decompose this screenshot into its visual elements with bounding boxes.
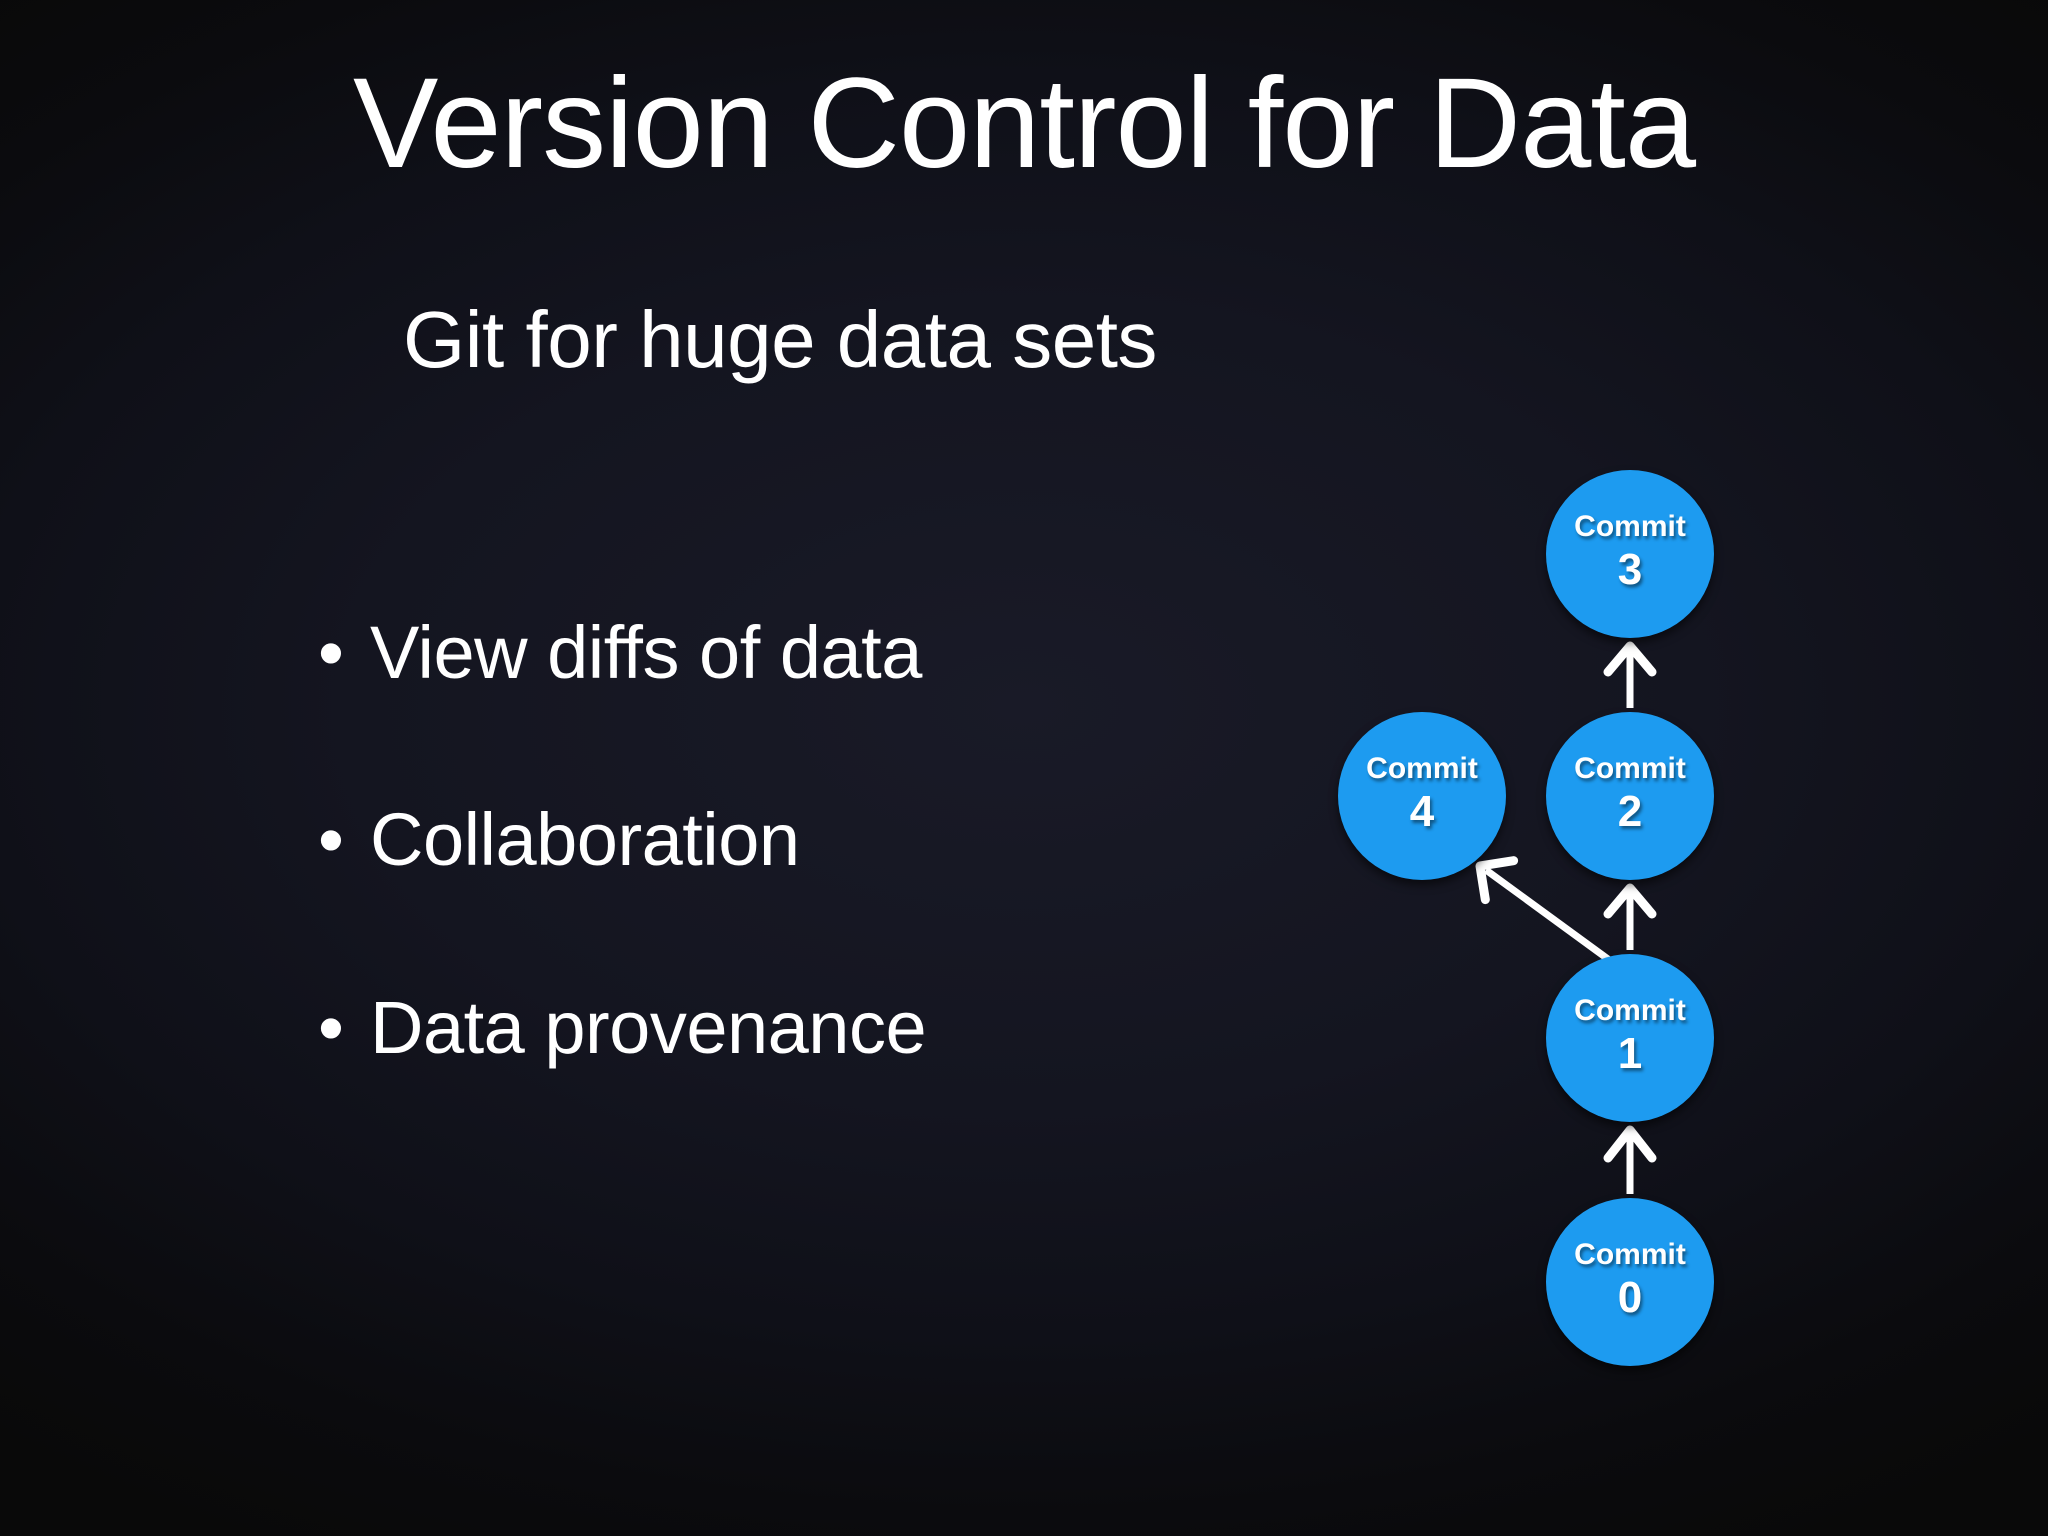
commit-node-label: Commit bbox=[1366, 751, 1478, 785]
edge-arrow-commit1-to-commit2 bbox=[1603, 883, 1657, 950]
commit-graph-diagram: Commit 3 Commit 2 Commit 4 Commit 1 Comm… bbox=[1320, 470, 1800, 1390]
commit-node-label: Commit bbox=[1574, 993, 1686, 1027]
commit-node-3[interactable]: Commit 3 bbox=[1546, 470, 1714, 638]
edge-arrow-commit1-to-commit4 bbox=[1475, 856, 1615, 965]
slide-title: Version Control for Data bbox=[353, 52, 1696, 195]
bullet-item-data-provenance: • Data provenance bbox=[318, 985, 1218, 1069]
commit-node-label: Commit bbox=[1574, 1237, 1686, 1271]
bullet-item-collaboration: • Collaboration bbox=[318, 798, 1218, 882]
commit-node-0[interactable]: Commit 0 bbox=[1546, 1198, 1714, 1366]
commit-node-number: 0 bbox=[1617, 1273, 1643, 1323]
commit-graph-edges bbox=[1475, 641, 1657, 1194]
bullet-list: • View diffs of data • Collaboration • D… bbox=[318, 611, 1218, 1069]
commit-node-number: 2 bbox=[1617, 787, 1643, 837]
bullet-label: Data provenance bbox=[370, 985, 927, 1069]
commit-node-number: 3 bbox=[1617, 545, 1643, 595]
bullet-dot-icon: • bbox=[318, 985, 344, 1069]
commit-node-1[interactable]: Commit 1 bbox=[1546, 954, 1714, 1122]
bullet-dot-icon: • bbox=[318, 798, 344, 882]
commit-node-label: Commit bbox=[1574, 751, 1686, 785]
edge-arrow-commit0-to-commit1 bbox=[1603, 1125, 1657, 1194]
edge-arrow-commit2-to-commit3 bbox=[1603, 641, 1657, 708]
bullet-item-view-diffs: • View diffs of data bbox=[318, 611, 1218, 694]
bullet-dot-icon: • bbox=[318, 611, 344, 694]
commit-node-4[interactable]: Commit 4 bbox=[1338, 712, 1506, 880]
slide-subtitle: Git for huge data sets bbox=[403, 295, 1157, 384]
commit-node-2[interactable]: Commit 2 bbox=[1546, 712, 1714, 880]
commit-node-number: 4 bbox=[1409, 787, 1435, 837]
commit-node-label: Commit bbox=[1574, 509, 1686, 543]
bullet-label: Collaboration bbox=[370, 798, 800, 882]
bullet-label: View diffs of data bbox=[370, 611, 922, 694]
commit-node-number: 1 bbox=[1617, 1029, 1643, 1079]
